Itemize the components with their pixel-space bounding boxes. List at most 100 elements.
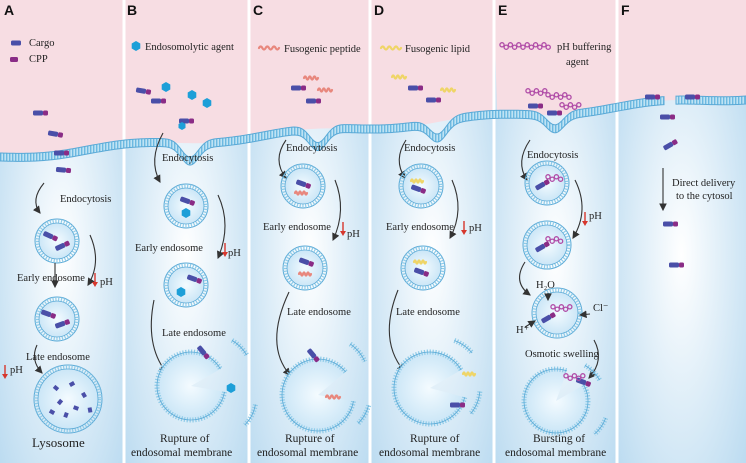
legend-cpp-label: CPP [29,54,48,65]
cargo-cpp [663,139,678,151]
endosome-bilayer [525,161,569,205]
panel-label-e: E [498,2,507,18]
degraded-cargo-fragment [63,411,69,419]
cargo-block [55,242,66,251]
degraded-cargo-fragment [52,384,60,392]
membrane-fragment-edge [350,343,366,362]
c-peptide-2 [316,87,334,93]
buffer-bead [553,92,560,98]
endosome-lumen [38,300,76,338]
cargo-block [535,181,546,191]
buffer-bead [563,104,569,110]
a-arrow-endocytosis [32,182,45,214]
cargo-block [528,103,538,109]
buffer-bead [550,304,556,310]
ph-arrowhead [340,231,346,236]
endosomolytic-agent [187,90,197,100]
degraded-cargo-fragment [87,407,93,413]
b-late-endosome [163,262,209,308]
ph-arrowhead [2,374,8,379]
legend-peptide-swatch [257,45,281,51]
cargo-cpp [426,97,441,103]
buffer-bead [566,94,572,100]
legend-cargo-label: Cargo [29,38,54,49]
cargo-cpp [295,179,311,189]
buffer-bead [554,306,560,312]
c-arrow-side [332,179,342,241]
cargo-block [298,257,310,265]
e-burst-endosome [521,366,591,436]
endosomolytic-agent [202,98,212,108]
buffer-bead [503,44,509,50]
e-endocytosis-label: Endocytosis [527,150,578,161]
endosome-lumen [286,249,324,287]
e-bursting-label-2: endosomal membrane [505,447,606,459]
membrane-fragment-edge [584,365,600,381]
membrane-fragment-edge [594,417,607,435]
e-buffer-7 [563,373,586,381]
cpp-block [420,188,426,194]
d-early-endosome-label: Early endosome [386,222,454,233]
cpp-block [308,261,314,267]
legend-ph-buffering-label: pH buffering [557,42,612,53]
cpp-block [655,94,660,100]
buffer-bead [562,306,569,312]
d-lipid-4 [412,259,428,265]
cargo-cpp [669,262,684,268]
ruptured-edge [281,358,354,432]
endosome-bilayer [281,164,325,208]
cpp-block [671,139,678,146]
e-buffer-3 [559,102,582,110]
buffer-bead [528,44,535,50]
cargo-cpp [54,150,69,156]
buffer-bead [545,236,551,242]
endosome-lumen [38,222,76,260]
membrane-fragment-edge [454,340,473,354]
c-rupture-label-2: endosomal membrane [257,447,358,459]
cpp-block [203,353,210,360]
cpp-block [64,240,70,247]
cargo-cpp [663,221,678,227]
degraded-cargo-fragment [68,381,76,387]
a-arrow-side [87,234,97,286]
cargo-cpp [179,118,194,124]
buffer-bead [537,90,544,96]
cargo-block [135,87,147,94]
extracellular-area [124,0,249,145]
d-lipid-1 [390,74,408,80]
e-hplus-arrow [524,320,536,328]
buffer-bead [563,373,569,379]
membrane-fragment-edge [244,404,256,426]
buffer-bead [571,104,578,110]
ph-arrowhead [582,221,588,226]
cargo-block [685,94,695,100]
a-ph-label: pH [100,277,113,288]
cargo-cpp [43,231,58,242]
buffer-bead [553,236,560,242]
diagram-content [2,40,700,437]
cpp-block [161,98,166,104]
cpp-block [423,271,429,277]
buffer-bead [524,42,530,48]
cpp-block [543,179,550,186]
endosome-lumen [404,249,442,287]
endosome-bilayer [401,246,445,290]
cpp-block [670,114,675,120]
c-late-endosome-label: Late endosome [287,307,351,318]
a-late-endosome-label: Late endosome [26,352,90,363]
endosomolytic-agent [178,122,186,130]
legend-endosomolytic-label: Endosomolytic agent [145,42,234,53]
d-late-endosome [400,245,446,291]
cpp-block [436,97,441,103]
cpp-block [679,262,684,268]
cargo-cpp [11,40,21,46]
membrane-fragment-edge [357,405,370,424]
buffer-bead [511,44,518,50]
a-arrow-to-lysosome [33,344,43,374]
a-lysosome [33,364,103,434]
degraded-cargo-fragment [81,391,87,399]
cargo-cpp [179,196,195,206]
e-buffer-2 [545,92,572,100]
